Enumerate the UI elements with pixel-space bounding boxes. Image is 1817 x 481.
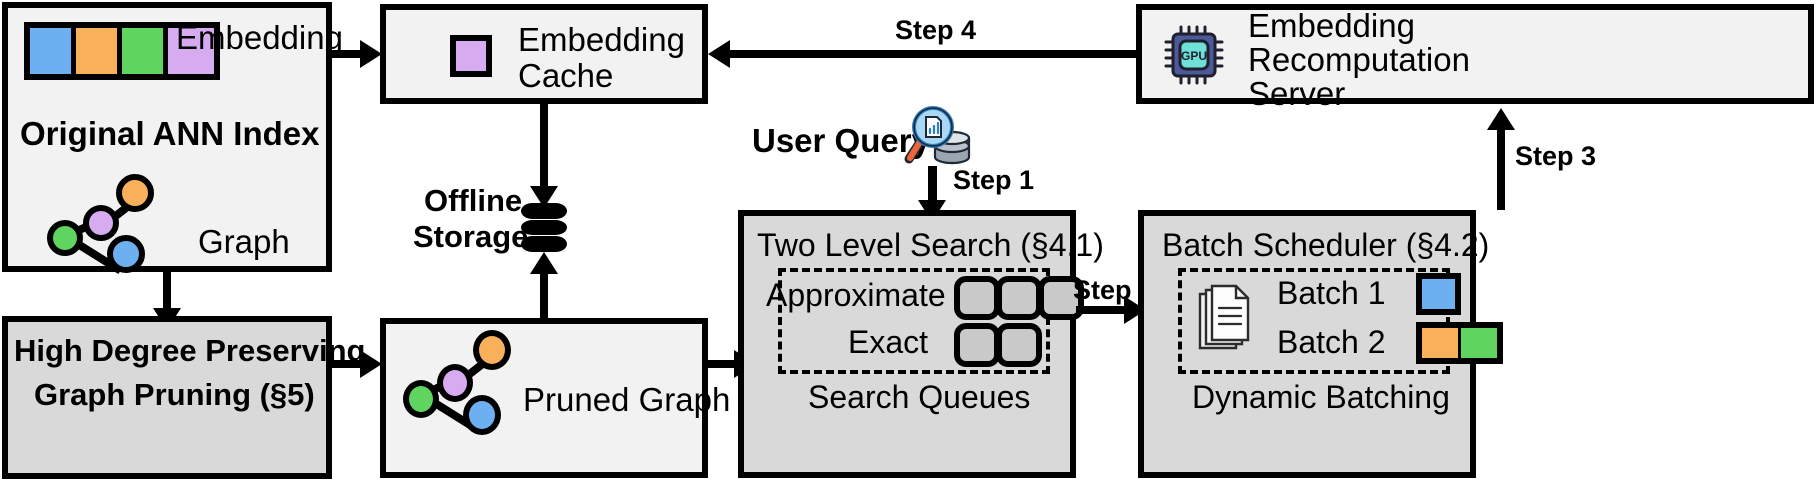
- search-queue-slot: [996, 276, 1042, 320]
- graph-node-orange: [116, 174, 154, 212]
- recomputation-server-title-line3: Server: [1248, 75, 1346, 112]
- search-queues-footer: Search Queues: [808, 379, 1031, 415]
- graph-pruning-line2: Graph Pruning (§5): [34, 377, 315, 412]
- step3-label: Step 3: [1515, 141, 1597, 171]
- graph-label: Graph: [198, 223, 290, 260]
- arrow-step3-line: [1497, 128, 1505, 210]
- embedding-label: Embedding: [176, 19, 343, 56]
- graph-node-green: [47, 220, 83, 256]
- arrow-cache-to-storage-line: [540, 104, 548, 190]
- batch-scheduler-title: Batch Scheduler (§4.2): [1162, 227, 1490, 263]
- svg-text:GPU: GPU: [1181, 49, 1207, 63]
- embedding-cache-title-line1: Embedding: [518, 21, 685, 58]
- arrow-cache-to-storage-head: [530, 186, 558, 208]
- step1-label: Step 1: [953, 165, 1035, 195]
- purple-square-icon: [450, 35, 492, 77]
- search-row-label-approximate: Approximate: [766, 277, 946, 313]
- batch-label-1: Batch 1: [1277, 275, 1386, 311]
- documents-stack-icon: [1196, 284, 1254, 356]
- offline-storage-label-line1: Offline: [424, 183, 523, 218]
- graph-pruning-box: [2, 316, 332, 479]
- arrow-step4-line: [730, 50, 1138, 58]
- magnifier-database-icon: [900, 105, 972, 171]
- embedding-cell-blue: [30, 28, 76, 74]
- arrow-step4-head: [708, 40, 730, 68]
- dynamic-batching-footer: Dynamic Batching: [1192, 379, 1450, 415]
- recomputation-server-title-line2: Recomputation: [1248, 41, 1470, 78]
- search-queue-slot: [996, 323, 1042, 367]
- arrow-index-to-pruning-line: [163, 272, 171, 312]
- search-row-label-exact: Exact: [848, 324, 929, 360]
- step4-label: Step 4: [895, 15, 977, 45]
- recomputation-server-title-line1: Embedding: [1248, 7, 1415, 44]
- arrow-prunedgraph-to-search-line: [708, 360, 736, 368]
- batch-item-green: [1458, 322, 1503, 364]
- batch-item-blue: [1416, 273, 1461, 315]
- graph-node-orange: [473, 330, 511, 370]
- offline-storage-label-line2: Storage: [413, 219, 529, 254]
- dynamic-batching-dashed-region: [1178, 268, 1450, 374]
- graph-node-blue: [107, 235, 145, 273]
- arrow-step1-line: [928, 166, 937, 204]
- embedding-cell-green: [122, 28, 168, 74]
- arrow-prunedgraph-to-storage-head: [530, 252, 558, 274]
- search-queues-dashed-region: [778, 268, 1050, 374]
- embedding-cell-orange: [76, 28, 122, 74]
- recomputation-server-box: [1136, 4, 1814, 104]
- arrow-index-to-cache-line: [332, 50, 362, 58]
- graph-node-purple: [437, 364, 473, 402]
- arrow-step3-head: [1487, 108, 1515, 130]
- gpu-chip-icon: GPU: [1163, 24, 1225, 86]
- original-ann-index-title: Original ANN Index: [20, 115, 320, 152]
- embedding-cell-purple: [168, 28, 214, 74]
- arrow-pruning-to-prunedgraph-line: [332, 360, 362, 368]
- graph-pruning-line1: High Degree Preserving: [14, 333, 366, 368]
- batch-item-orange: [1416, 322, 1461, 364]
- pruned-graph-box: [380, 318, 708, 478]
- embedding-strip: [24, 22, 220, 80]
- arrow-pruning-to-prunedgraph-head: [360, 350, 382, 378]
- arrow-step2-line: [1076, 306, 1128, 314]
- embedding-cache-title-line2: Cache: [518, 57, 614, 94]
- graph-node-green: [403, 380, 439, 418]
- batch-label-2: Batch 2: [1277, 324, 1386, 360]
- arrow-prunedgraph-to-storage-line: [540, 268, 548, 320]
- search-queue-slot: [954, 323, 1000, 367]
- two-level-search-title: Two Level Search (§4.1): [757, 227, 1104, 263]
- pruned-graph-label: Pruned Graph: [523, 381, 731, 418]
- graph-node-blue: [463, 395, 501, 435]
- embedding-cache-box: [380, 4, 708, 104]
- graph-node-purple: [83, 205, 119, 241]
- database-cylinder-icon: [521, 203, 567, 253]
- search-queue-slot: [954, 276, 1000, 320]
- arrow-index-to-cache-head: [360, 40, 382, 68]
